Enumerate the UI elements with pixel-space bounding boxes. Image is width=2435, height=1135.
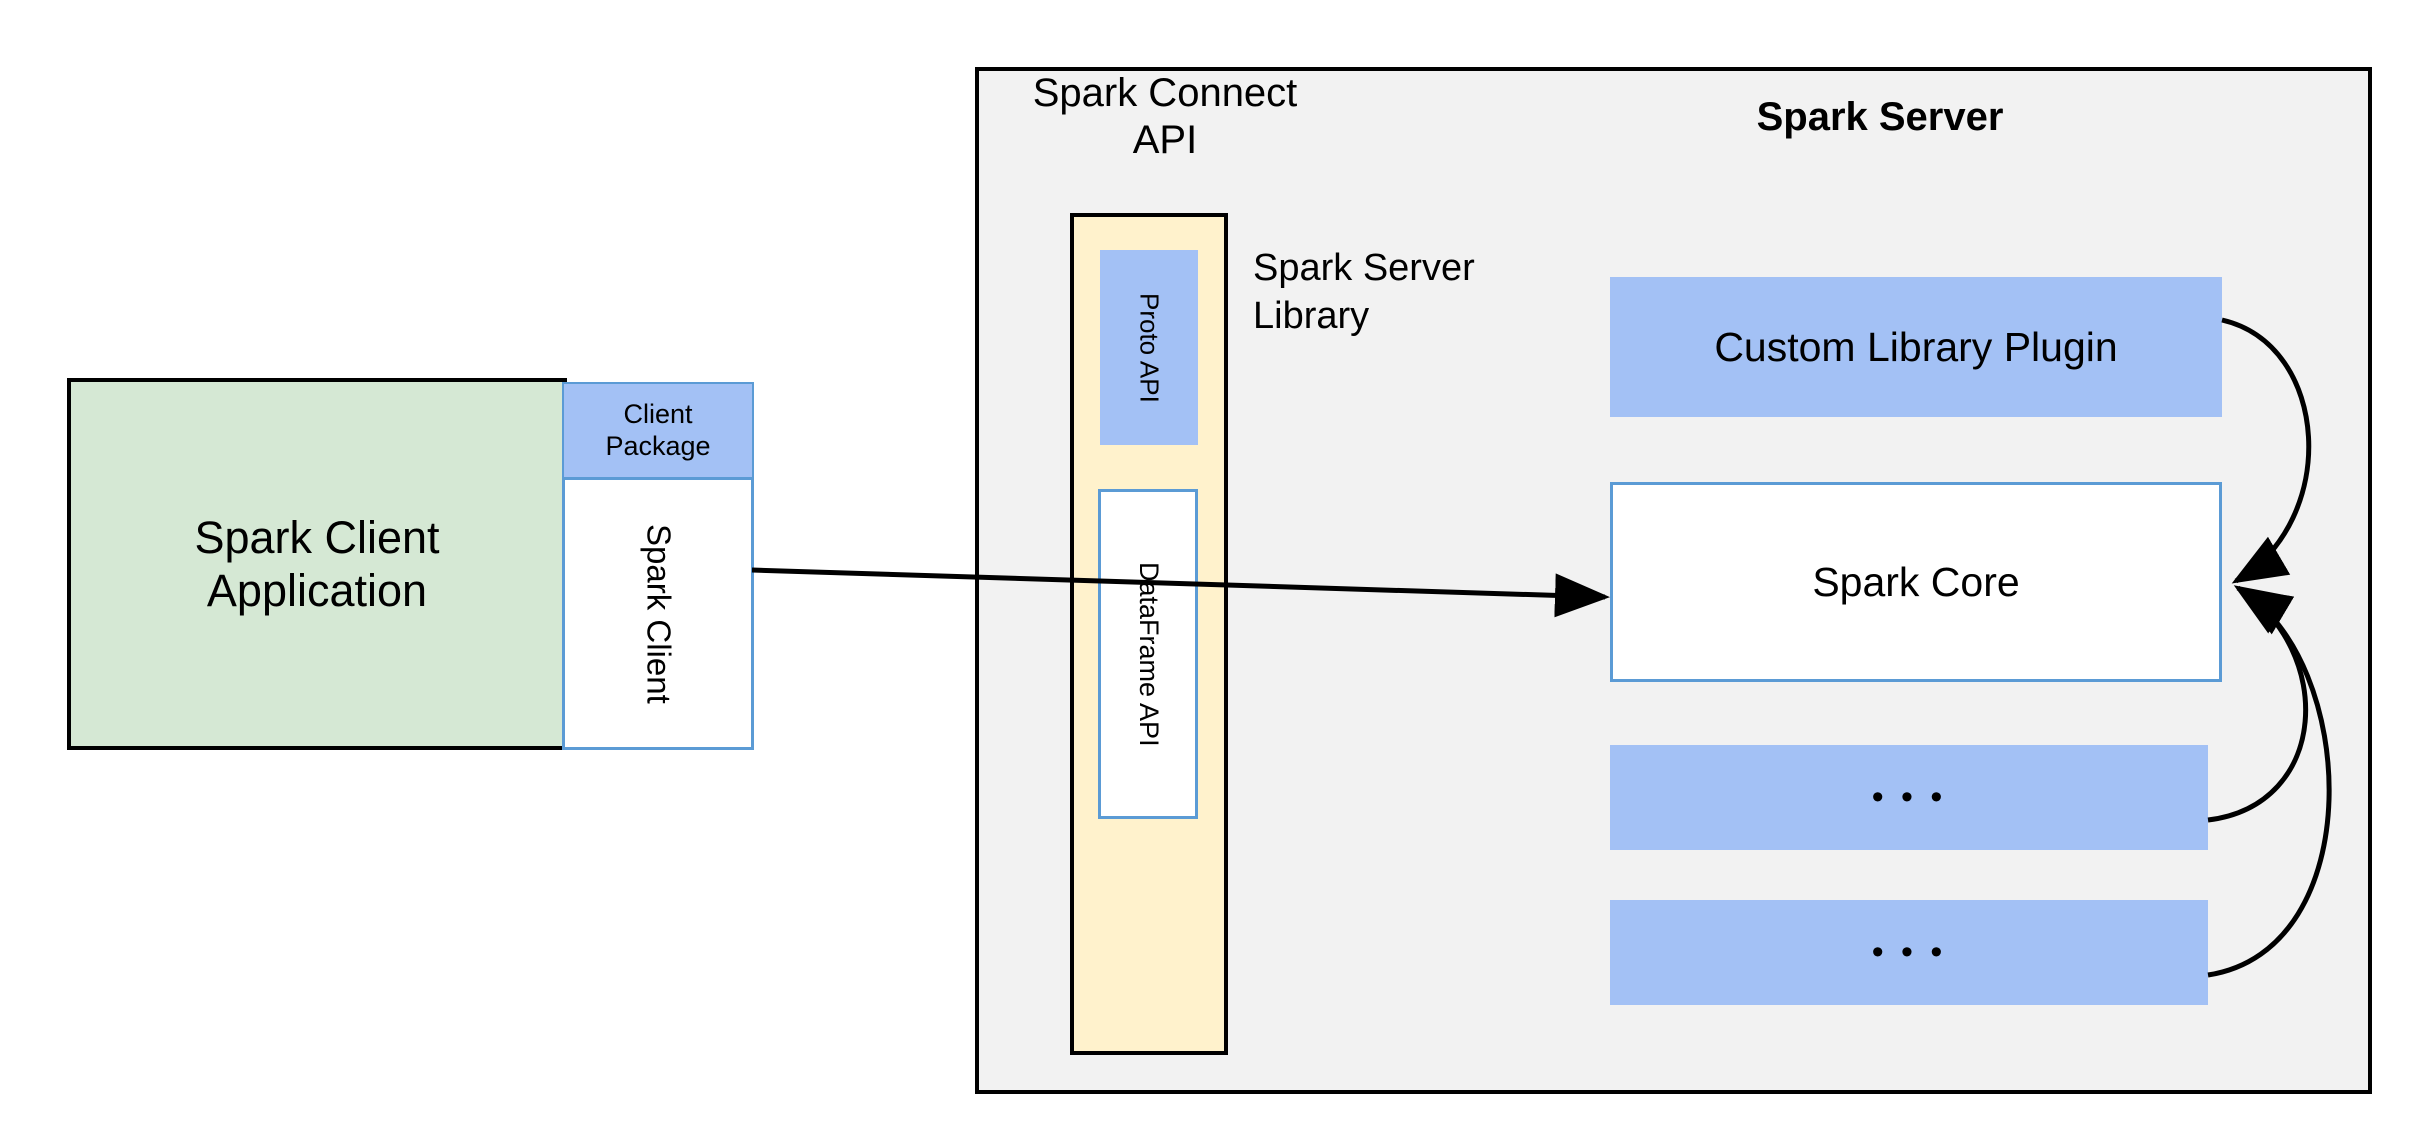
custom-library-plugin-box[interactable]: Custom Library Plugin <box>1610 277 2222 417</box>
spark-connect-api-title-line2: API <box>1132 118 1198 163</box>
spark-connect-api-title-line1: Spark Connect <box>1032 71 1298 115</box>
ellipsis-upper-label: • • • <box>1871 778 1947 817</box>
client-package-label-line2: Package <box>605 431 711 461</box>
client-package-label-line1: Client <box>623 399 693 430</box>
spark-core-box[interactable]: Spark Core <box>1610 482 2222 682</box>
spark-client-application-box[interactable]: Spark Client Application <box>67 378 567 750</box>
dataframe-api-box[interactable]: DataFrame API <box>1098 489 1198 819</box>
custom-library-plugin-label: Custom Library Plugin <box>1714 323 2118 370</box>
spark-core-label: Spark Core <box>1812 558 2020 605</box>
spark-client-application-label-line1: Spark Client <box>194 511 440 563</box>
spark-client-application-label-line2: Application <box>206 565 428 616</box>
spark-connect-api-title: Spark Connect API <box>1020 70 1310 166</box>
proto-api-label: Proto API <box>1134 292 1165 403</box>
spark-server-title: Spark Server <box>1756 95 2004 140</box>
ellipsis-upper-box[interactable]: • • • <box>1610 745 2208 850</box>
spark-client-box[interactable]: Spark Client <box>562 477 754 750</box>
spark-server-library-label-line2: Library <box>1253 294 1370 337</box>
ellipsis-lower-label: • • • <box>1871 933 1947 972</box>
ellipsis-lower-box[interactable]: • • • <box>1610 900 2208 1005</box>
spark-client-label: Spark Client <box>640 523 678 704</box>
spark-server-library-label: Spark Server Library <box>1253 245 1553 345</box>
client-package-box[interactable]: Client Package <box>562 382 754 478</box>
dataframe-api-label: DataFrame API <box>1133 561 1164 747</box>
proto-api-box[interactable]: Proto API <box>1100 250 1198 445</box>
spark-server-library-label-line1: Spark Server <box>1253 247 1475 289</box>
